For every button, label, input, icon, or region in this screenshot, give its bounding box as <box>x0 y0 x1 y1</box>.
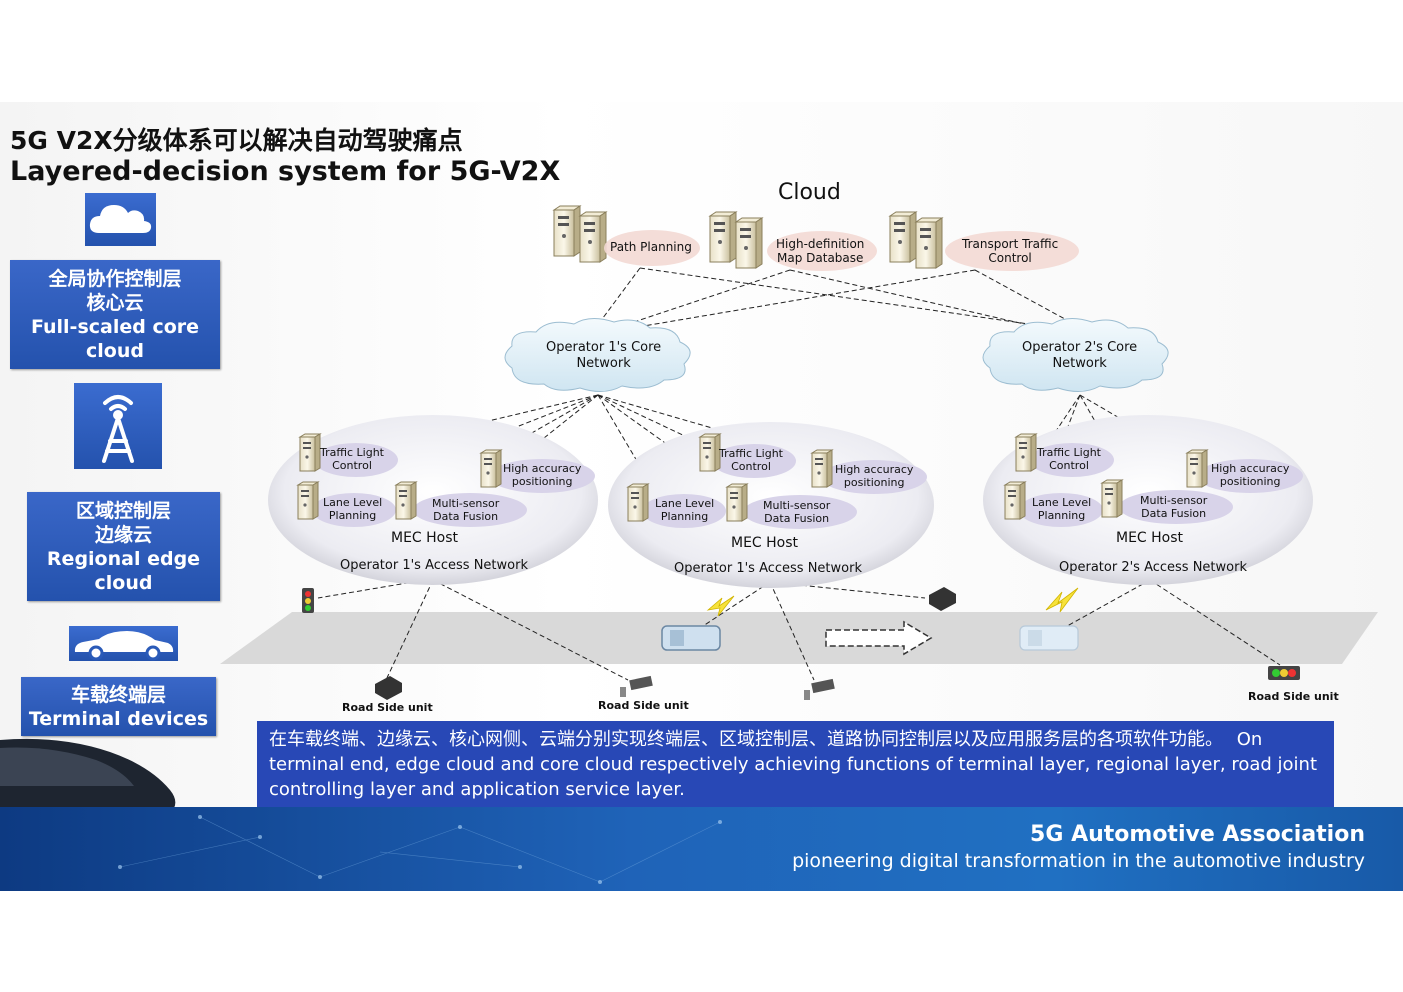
traffic-control-line2: Control <box>988 251 1032 265</box>
layer-terminal-label: 车载终端层 Terminal devices <box>21 677 216 736</box>
mec3-ha-line1: High accuracy <box>1211 462 1290 475</box>
mec2-ms-line1: Multi-sensor <box>763 499 831 512</box>
rsu-label-1: Road Side unit <box>342 701 433 714</box>
direction-arrow <box>825 620 933 656</box>
core-network-clouds <box>504 318 1169 392</box>
operator1-core-label: Operator 1's Core Network <box>546 340 661 372</box>
path-planning-label: Path Planning <box>610 240 692 254</box>
layer-core-cn1: 全局协作控制层 <box>48 267 182 290</box>
mec1-ll-line2: Planning <box>328 509 377 522</box>
mec2-ll-line2: Planning <box>660 510 709 523</box>
operator2-core-line1: Operator 2's Core <box>1022 340 1138 355</box>
hd-map-line2: Map Database <box>777 251 864 265</box>
mec3-host: MEC Host <box>1116 530 1184 546</box>
mec1-ms-line1: Multi-sensor <box>432 497 500 510</box>
mec1-tl-line2: Control <box>332 459 372 472</box>
mec1-access-network: Operator 1's Access Network <box>340 558 528 573</box>
mec3-tl-line1: Traffic Light <box>1037 446 1101 459</box>
caption-en: On terminal end, edge cloud and core clo… <box>269 729 1318 800</box>
operator2-core-label: Operator 2's Core Network <box>1022 340 1137 372</box>
rsu-label-3: Road Side unit <box>1248 690 1339 703</box>
mec2-ha-line1: High accuracy <box>835 463 914 476</box>
mec2-tl-line2: Control <box>731 460 771 473</box>
mec3-access-network: Operator 2's Access Network <box>1059 560 1247 575</box>
footer-pattern <box>118 815 722 884</box>
operator2-core-line2: Network <box>1052 356 1107 371</box>
mec2-host: MEC Host <box>731 535 799 551</box>
layer-core-en2: cloud <box>86 339 144 362</box>
vehicle-icon <box>661 625 1079 651</box>
title-chinese: 5G V2X分级体系可以解决自动驾驶痛点 <box>10 126 463 155</box>
layer-terminal-en: Terminal devices <box>28 707 209 730</box>
title-english: Layered-decision system for 5G-V2X <box>10 156 561 187</box>
mec3-ms-line1: Multi-sensor <box>1140 494 1208 507</box>
caption-cn: 在车载终端、边缘云、核心网侧、云端分别实现终端层、区域控制层、道路协同控制层以及… <box>269 729 1223 750</box>
mec2-ms-line2: Data Fusion <box>764 512 830 525</box>
mec1-host: MEC Host <box>391 530 459 546</box>
layer-edge-en1: Regional edge <box>46 547 201 570</box>
caption-box: 在车载终端、边缘云、核心网侧、云端分别实现终端层、区域控制层、道路协同控制层以及… <box>257 721 1334 807</box>
layer-terminal-cn: 车载终端层 <box>70 683 166 706</box>
horizontal-traffic-light-icon <box>1268 666 1300 680</box>
mec3-ll-line2: Planning <box>1037 509 1086 522</box>
mec1-ms-line2: Data Fusion <box>433 510 499 523</box>
layer-core-en1: Full-scaled core <box>30 315 200 338</box>
footer-tagline: pioneering digital transformation in the… <box>792 850 1365 872</box>
layer-edge-label: 区域控制层 边缘云 Regional edge cloud <box>27 492 220 601</box>
layer-core-cn2: 核心云 <box>86 291 144 314</box>
operator1-core-line2: Network <box>576 356 631 371</box>
rsu-label-2: Road Side unit <box>598 699 689 712</box>
tower-icon <box>74 383 162 469</box>
layer-edge-cn1: 区域控制层 <box>75 499 171 522</box>
cloud-servers <box>553 205 1079 271</box>
camera-icon <box>620 675 835 700</box>
mec2-tl-line1: Traffic Light <box>719 447 783 460</box>
mec3-tl-line2: Control <box>1049 459 1089 472</box>
traffic-control-label: Transport Traffic Control <box>962 237 1058 265</box>
mec1-ha-line1: High accuracy <box>503 462 582 475</box>
traffic-light-icon <box>302 588 314 613</box>
mec1-tl-line1: Traffic Light <box>320 446 384 459</box>
mec1-ha-line2: positioning <box>511 475 573 488</box>
footer-org: 5G Automotive Association <box>1030 822 1365 847</box>
layer-edge-en2: cloud <box>94 571 153 594</box>
traffic-control-line1: Transport Traffic <box>962 237 1059 251</box>
road-side-unit-icon <box>375 587 956 700</box>
road-surface <box>220 612 1378 664</box>
operator1-core-line1: Operator 1's Core <box>546 340 662 355</box>
mec-services <box>297 433 1303 529</box>
mec3-ms-line2: Data Fusion <box>1141 507 1207 520</box>
mec3-ha-line2: positioning <box>1219 475 1281 488</box>
footer-banner <box>0 807 1403 891</box>
mec2-ll-line1: Lane Level <box>655 497 715 510</box>
mec1-ll-line1: Lane Level <box>323 496 383 509</box>
hd-map-line1: High-definition <box>776 237 865 251</box>
hd-map-label: High-definition Map Database <box>776 237 864 265</box>
mec3-ll-line1: Lane Level <box>1032 496 1092 509</box>
lightning-icon <box>706 587 1079 617</box>
cloud-label: Cloud <box>778 180 841 205</box>
mec2-ha-line2: positioning <box>843 476 905 489</box>
mec2-access-network: Operator 1's Access Network <box>674 561 862 576</box>
car-icon <box>69 626 178 661</box>
cloud-icon <box>85 193 156 246</box>
layer-edge-cn2: 边缘云 <box>94 523 152 546</box>
layer-core-label: 全局协作控制层 核心云 Full-scaled core cloud <box>10 260 220 369</box>
